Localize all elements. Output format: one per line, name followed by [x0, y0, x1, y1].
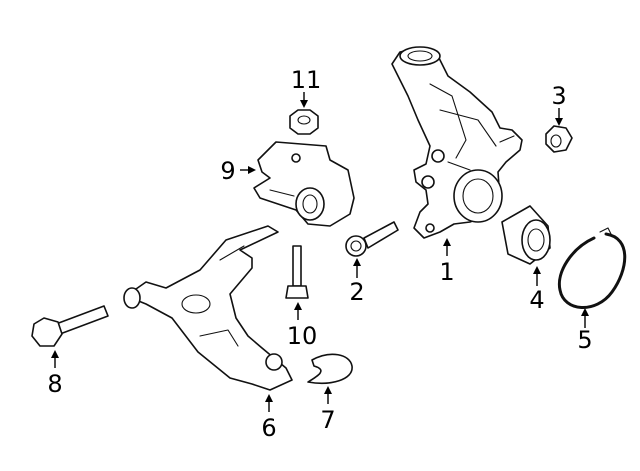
- callout-5: 5: [577, 326, 592, 354]
- snap-ring: [557, 227, 627, 309]
- wheel-bearing: [501, 205, 551, 265]
- callout-9: 9: [220, 157, 235, 185]
- callout-7: 7: [320, 406, 335, 434]
- bracket-bolt: [285, 245, 309, 299]
- leader-lines: [51, 92, 589, 412]
- bracket-nut: [289, 109, 319, 135]
- arm-bolt: [31, 305, 109, 347]
- callout-10: 10: [287, 322, 318, 350]
- callout-3: 3: [551, 82, 566, 110]
- callout-numbers: 1 2 3 4 5 6 7 8 9 10 11: [47, 66, 592, 442]
- callout-2: 2: [349, 278, 364, 306]
- steering-knuckle: [391, 46, 523, 239]
- ball-joint-shield: [307, 353, 353, 384]
- callout-6: 6: [261, 414, 276, 442]
- lower-control-arm: [123, 225, 293, 391]
- callout-8: 8: [47, 370, 62, 398]
- callout-11: 11: [291, 66, 322, 94]
- bushing-bracket: [253, 141, 355, 227]
- knuckle-bolt: [345, 221, 399, 257]
- callout-4: 4: [529, 286, 544, 314]
- hub-nut: [545, 125, 573, 153]
- callout-1: 1: [439, 258, 454, 286]
